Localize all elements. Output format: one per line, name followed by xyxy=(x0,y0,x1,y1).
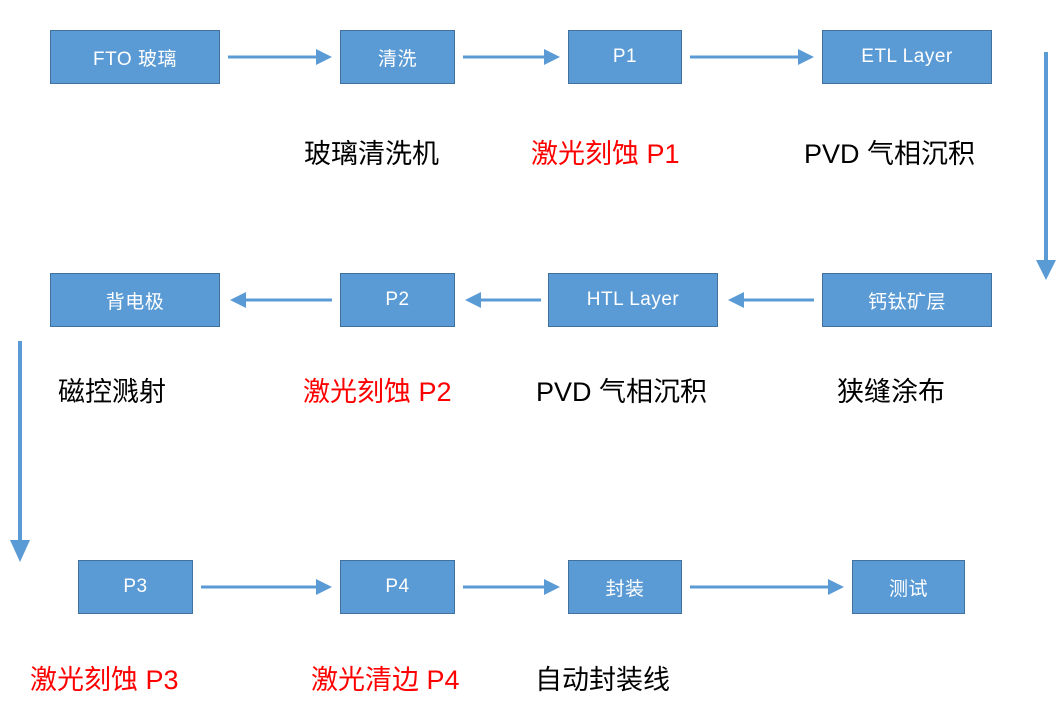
process-node-encapsulation[interactable]: 封装 xyxy=(568,560,682,614)
node-label: 测试 xyxy=(888,578,928,600)
process-node-cleaning[interactable]: 清洗 xyxy=(340,30,455,84)
arrow-p4-to-encapsulation xyxy=(463,579,560,595)
process-node-p3[interactable]: P3 xyxy=(78,560,193,614)
node-label: P2 xyxy=(385,289,410,310)
node-label: P3 xyxy=(123,576,148,597)
caption-glass-cleaner: 玻璃清洗机 xyxy=(304,139,439,169)
process-node-p1[interactable]: P1 xyxy=(568,30,682,84)
process-node-etl-layer[interactable]: ETL Layer xyxy=(822,30,992,84)
node-label: P1 xyxy=(612,46,638,67)
caption-laser-edge-cleaning-p4: 激光清边 P4 xyxy=(311,665,460,695)
arrow-p3-to-p4 xyxy=(201,579,332,595)
node-label: 封装 xyxy=(605,578,645,600)
node-label: 钙钛矿层 xyxy=(867,291,946,313)
process-node-fto-glass[interactable]: FTO 玻璃 xyxy=(50,30,220,84)
node-label: FTO 玻璃 xyxy=(93,48,177,70)
caption-pvd-deposition-row2: PVD 气相沉积 xyxy=(536,377,708,407)
arrow-htl-to-p2 xyxy=(465,292,541,308)
arrow-p2-to-back-electrode xyxy=(230,292,332,308)
process-node-testing[interactable]: 测试 xyxy=(852,560,965,614)
arrow-perovskite-to-htl xyxy=(728,292,814,308)
caption-automatic-encapsulation-line: 自动封装线 xyxy=(535,665,670,695)
node-label: P4 xyxy=(385,576,410,597)
arrow-p1-to-etl-layer xyxy=(690,49,814,65)
process-node-perovskite-layer[interactable]: 钙钛矿层 xyxy=(822,273,992,327)
node-label: HTL Layer xyxy=(586,289,680,310)
caption-slot-die-coating: 狭缝涂布 xyxy=(837,377,945,407)
row1-to-row2-connector xyxy=(1036,52,1056,280)
process-node-p2[interactable]: P2 xyxy=(340,273,455,327)
caption-pvd-deposition-row1: PVD 气相沉积 xyxy=(804,139,976,169)
caption-laser-scribe-p2: 激光刻蚀 P2 xyxy=(303,377,452,407)
process-node-back-electrode[interactable]: 背电极 xyxy=(50,273,220,327)
caption-laser-scribe-p3: 激光刻蚀 P3 xyxy=(30,665,179,695)
caption-magnetron-sputtering: 磁控溅射 xyxy=(58,377,166,407)
row2-to-row3-connector xyxy=(10,341,30,562)
node-label: ETL Layer xyxy=(861,46,953,67)
arrow-fto-to-cleaning xyxy=(228,49,332,65)
caption-laser-scribe-p1: 激光刻蚀 P1 xyxy=(531,139,680,169)
node-label: 背电极 xyxy=(105,291,165,313)
process-node-htl-layer[interactable]: HTL Layer xyxy=(548,273,718,327)
node-label: 清洗 xyxy=(377,48,417,70)
arrow-cleaning-to-p1 xyxy=(463,49,560,65)
process-node-p4[interactable]: P4 xyxy=(340,560,455,614)
arrow-encapsulation-to-testing xyxy=(690,579,844,595)
